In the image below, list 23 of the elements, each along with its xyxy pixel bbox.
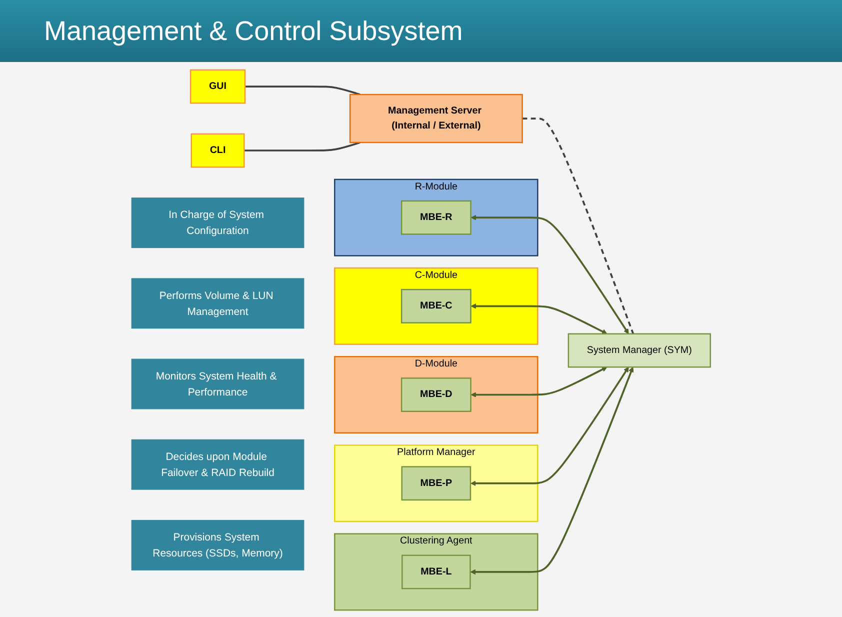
arrow [470,366,634,574]
node-box: System Manager (SYM) [568,332,711,368]
arrow [470,214,629,334]
node-box: MBE-R [400,200,472,234]
connector [522,117,634,334]
connector [244,85,360,95]
node-box: GUI [190,68,246,104]
node-box: Monitors System Health & Performance [131,358,304,409]
slide-title: Management & Control Subsystem [44,16,463,46]
node-box: In Charge of System Configuration [131,197,304,248]
node-box: MBE-D [400,377,472,412]
arrow [470,366,629,486]
connector [244,141,360,151]
node-box: MBE-P [401,466,472,500]
arrow [470,302,608,334]
node-box: Management Server (Internal / External) [349,93,523,143]
node-box: MBE-C [400,288,472,323]
node-box: Provisions System Resources (SSDs, Memory) [131,519,304,570]
node-box: MBE-L [402,554,471,589]
node-box: Decides upon Module Failover & RAID Rebuild [131,438,304,490]
node-box: CLI [190,132,245,168]
node-box: Performs Volume & LUN Management [131,278,304,328]
arrow [470,366,608,397]
